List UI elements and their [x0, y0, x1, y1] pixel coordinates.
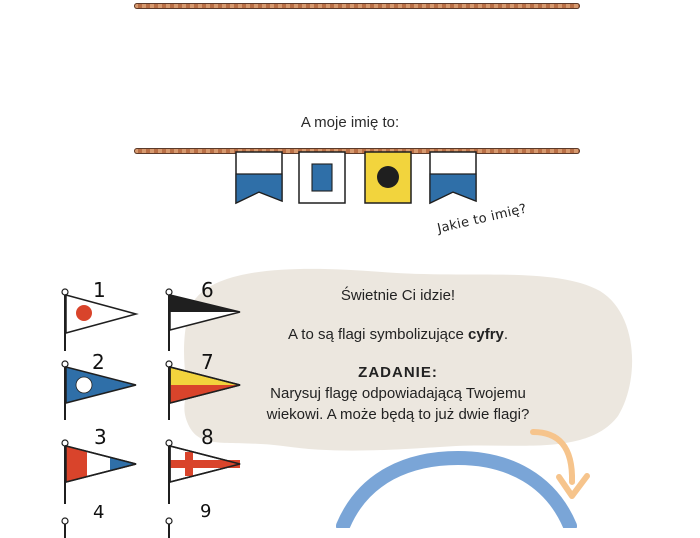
name-flag-4: [429, 151, 477, 205]
drawing-circle: [336, 450, 577, 528]
intro-label: A moje imię to:: [300, 114, 400, 131]
task-title: ZADANIE:: [358, 364, 438, 382]
task-line-2-text: A to są flagi symbolizujące: [287, 325, 469, 343]
digit-label-6: 6: [201, 278, 214, 302]
numeral-flags: [61, 288, 241, 538]
name-flag-3: [364, 151, 412, 204]
task-line-2: A to są flagi symbolizujące cyfry.: [248, 325, 548, 346]
numeral-flag-3: [61, 439, 137, 504]
task-line-4: wiekowi. A może będą to już dwie flagi?: [266, 405, 530, 423]
numeral-flag-1: [61, 288, 139, 351]
message-gap-2: [248, 345, 548, 363]
name-flag-1: [235, 151, 283, 205]
message-gap-1: [248, 307, 548, 325]
numeral-flag-6: [165, 288, 241, 351]
digit-label-1: 1: [93, 278, 106, 302]
numeral-flag-4: [61, 517, 69, 538]
digit-label-4: 4: [93, 502, 105, 523]
task-line-2-end: .: [503, 325, 509, 343]
numeral-flag-2: [61, 360, 137, 420]
top-rope: [134, 3, 580, 9]
name-flags: [235, 151, 477, 205]
numeral-flag-8: [165, 439, 241, 504]
digit-label-2: 2: [92, 350, 105, 374]
numeral-flag-7: [165, 360, 241, 420]
digit-label-7: 7: [201, 350, 214, 374]
arrow-icon: [530, 429, 590, 499]
task-line-1: Świetnie Ci idzie!: [340, 287, 456, 304]
worksheet-page: A moje imię to: Jakie to imię?: [61, 3, 633, 538]
task-message: Świetnie Ci idzie! A to są flagi symboli…: [248, 286, 548, 425]
task-line-3: Narysuj flagę odpowiadającą Twojemu: [270, 385, 526, 403]
numeral-flag-9: [165, 517, 173, 538]
name-rope: [134, 148, 580, 154]
task-line-2-bold: cyfry: [468, 325, 504, 343]
name-flag-2: [298, 151, 346, 204]
digit-label-9: 9: [200, 501, 212, 522]
digit-label-8: 8: [201, 425, 214, 449]
speech-bubble: [184, 268, 633, 451]
digit-label-3: 3: [94, 425, 107, 449]
